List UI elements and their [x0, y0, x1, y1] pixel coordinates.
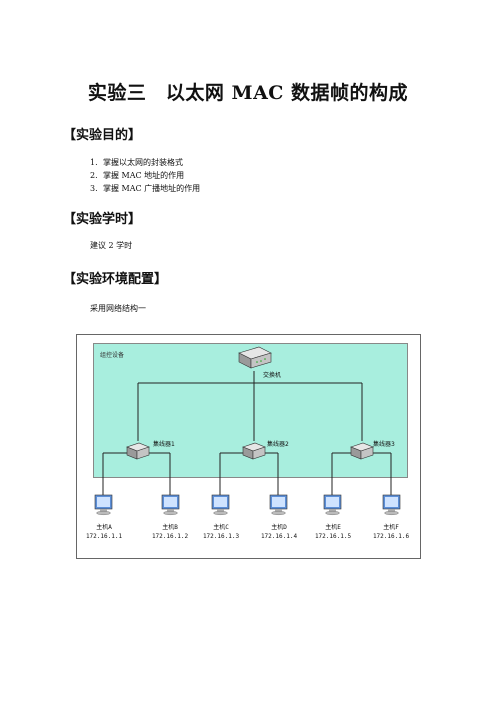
section-heading-env: 【实验环境配置】 — [63, 272, 168, 287]
hub-icon — [350, 442, 374, 460]
hub-icon — [242, 442, 266, 460]
list-item: 3.掌握 MAC 广播地址的作用 — [90, 184, 201, 193]
list-item: 2.掌握 MAC 地址的作用 — [90, 171, 185, 180]
computer-icon — [211, 494, 230, 515]
computer-icon — [161, 494, 180, 515]
computer-icon — [323, 494, 342, 515]
computer-icon — [269, 494, 288, 515]
goal-list: 1.掌握以太网的封装格式 2.掌握 MAC 地址的作用 3.掌握 MAC 广播地… — [90, 156, 200, 195]
hub-label: 集线器1 — [153, 441, 175, 448]
hub-label: 集线器2 — [267, 441, 289, 448]
computer-icon — [94, 494, 113, 515]
env-text: 采用网络结构一 — [90, 304, 146, 313]
section-heading-goal: 【实验目的】 — [63, 128, 142, 143]
switch-icon — [238, 346, 272, 369]
section-heading-hours: 【实验学时】 — [63, 212, 142, 227]
hub-icon — [126, 442, 150, 460]
zone-label: 组控设备 — [100, 352, 125, 359]
network-topology-figure: 组控设备 — [76, 334, 421, 559]
list-item: 1.掌握以太网的封装格式 — [90, 158, 183, 167]
hours-text: 建议 2 学时 — [90, 241, 133, 250]
computer-icon — [382, 494, 401, 515]
switch-label: 交换机 — [263, 372, 282, 379]
topology-lines — [94, 346, 401, 515]
hub-label: 集线器3 — [373, 441, 395, 448]
page-title: 实验三 以太网 MAC 数据帧的构成 — [87, 82, 409, 104]
